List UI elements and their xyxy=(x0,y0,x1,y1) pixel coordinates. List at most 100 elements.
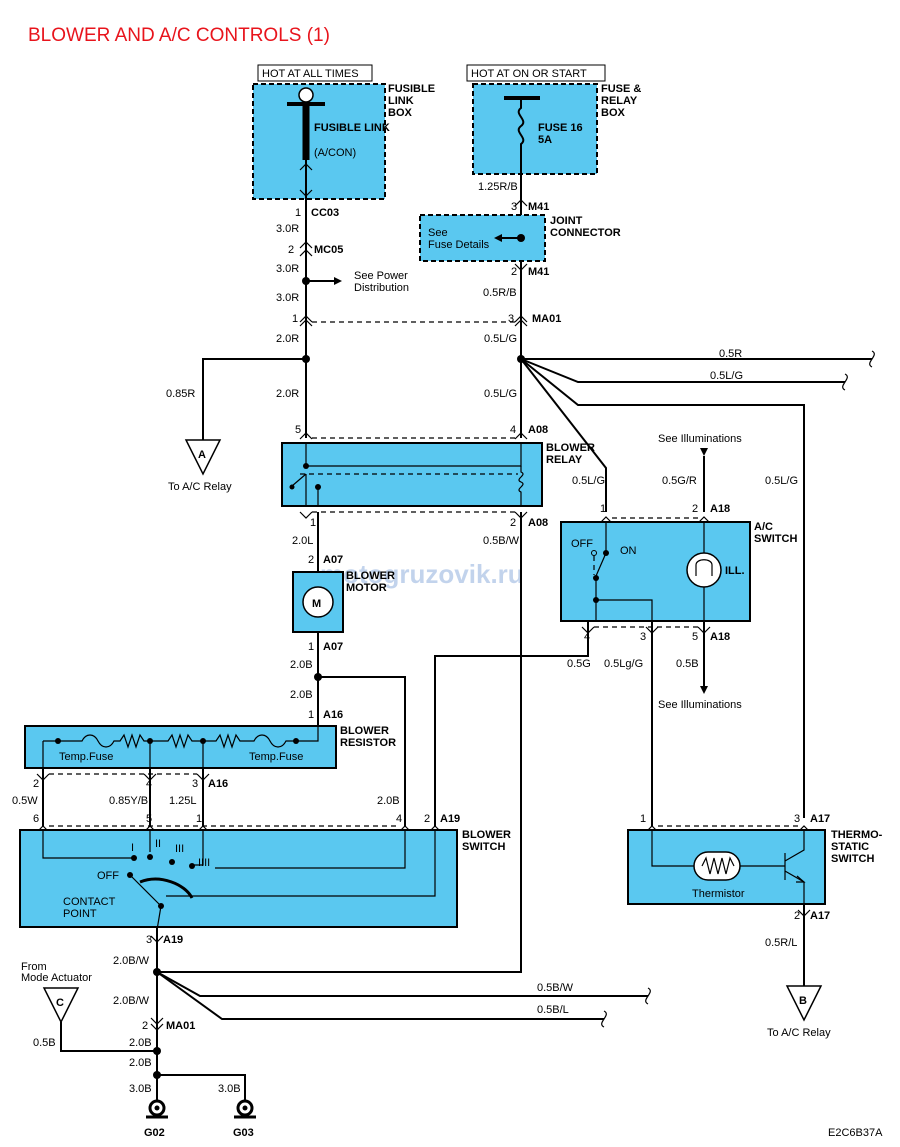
conn-mc05: MC05 xyxy=(314,244,343,256)
conn-a07-bot: A07 xyxy=(323,641,343,653)
diagram-code: E2C6B37A xyxy=(828,1127,883,1139)
wire-05lg-b: 0.5L/G xyxy=(484,388,517,400)
connector-a: A xyxy=(198,449,206,461)
wire-2b-d: 2.0B xyxy=(129,1037,152,1049)
wire-2b-b: 2.0B xyxy=(290,689,313,701)
see-power-1: See Power xyxy=(354,270,408,282)
thermistor-label: Thermistor xyxy=(692,888,745,900)
pin-a19-5: 5 xyxy=(146,813,152,825)
wire-2l: 2.0L xyxy=(292,535,313,547)
conn-m41-top: M41 xyxy=(528,201,549,213)
conn-a19-top: A19 xyxy=(440,813,460,825)
hot-at-on-or-start: HOT AT ON OR START xyxy=(471,68,587,80)
pin-a18-2: 2 xyxy=(692,503,698,515)
fusible-link-box xyxy=(252,83,386,200)
relay-a-wire xyxy=(202,358,306,440)
pin-a19-2: 2 xyxy=(424,813,430,825)
pin-a17-3: 3 xyxy=(794,813,800,825)
blower-off: OFF xyxy=(97,870,119,882)
wire-05b-c: 0.5B xyxy=(33,1037,56,1049)
motor-icon xyxy=(302,586,334,618)
from-mode-1: From xyxy=(21,961,47,973)
ac-switch-feed-wire xyxy=(520,358,607,512)
conn-a18-bot: A18 xyxy=(710,631,730,643)
see-power-arrow-icon xyxy=(334,277,342,285)
motor-to-switch-wire xyxy=(318,676,406,826)
wire-05bw-b: 0.5B/W xyxy=(537,982,574,994)
pin-a17-2: 2 xyxy=(794,910,800,922)
ac-on: ON xyxy=(620,545,637,557)
connector-c-icon xyxy=(42,987,80,1024)
wire-05g: 0.5G xyxy=(567,658,591,670)
wire-085r: 0.85R xyxy=(166,388,195,400)
wire-05lg-a: 0.5L/G xyxy=(484,333,517,345)
from-mode-2: Mode Actuator xyxy=(21,972,92,984)
ground-g02: G02 xyxy=(144,1127,165,1139)
wire-05bl: 0.5B/L xyxy=(537,1004,569,1016)
to-ac-relay-b: To A/C Relay xyxy=(767,1027,831,1039)
hot-at-all-times-label-box xyxy=(257,64,373,82)
wire-2b-c: 2.0B xyxy=(377,795,400,807)
temp-fuse-2: Temp.Fuse xyxy=(249,751,303,763)
wire-05b: 0.5B xyxy=(676,658,699,670)
see-power-2: Distribution xyxy=(354,282,409,294)
relay-ground-wire xyxy=(157,512,522,973)
conn-a08-top: A08 xyxy=(528,424,548,436)
conn-m41-bot: M41 xyxy=(528,266,549,278)
wire-2r-a: 2.0R xyxy=(276,333,299,345)
pin-a16-1: 1 xyxy=(308,709,314,721)
wire-2bw-b: 2.0B/W xyxy=(113,995,150,1007)
pin-a18-5: 5 xyxy=(692,631,698,643)
blower-switch xyxy=(19,829,458,928)
pin-a08-2: 2 xyxy=(510,517,516,529)
conn-a17-bot: A17 xyxy=(810,910,830,922)
fuse16-amp: 5A xyxy=(538,134,552,146)
wire-085yb: 0.85Y/B xyxy=(109,795,148,807)
connector-c: C xyxy=(56,997,64,1009)
wire-3r-c: 3.0R xyxy=(276,292,299,304)
diagram-title: BLOWER AND A/C CONTROLS (1) xyxy=(28,25,330,46)
pin-a16-3: 3 xyxy=(192,778,198,790)
conn-a16-top: A16 xyxy=(323,709,343,721)
pin-a19-4: 4 xyxy=(396,813,402,825)
ac-switch-contact-icon xyxy=(595,552,607,577)
wire-05gr: 0.5G/R xyxy=(662,475,697,487)
temp-fuse-1: Temp.Fuse xyxy=(59,751,113,763)
pin-a18-3: 3 xyxy=(640,631,646,643)
wire-05bw-a: 0.5B/W xyxy=(483,535,520,547)
conn-ma01-top: MA01 xyxy=(532,313,561,325)
wire-05lg-c: 0.5L/G xyxy=(710,370,743,382)
pin-a17-1: 1 xyxy=(640,813,646,825)
ac-to-blower-wire xyxy=(434,621,589,677)
wire-05lg-d: 0.5L/G xyxy=(572,475,605,487)
sw-pos-2: II xyxy=(155,838,161,850)
hot-on-start-label-box xyxy=(466,64,606,82)
pin-a08-5: 5 xyxy=(295,424,301,436)
conn-a07-top: A07 xyxy=(323,554,343,566)
see-illum-top: See Illuminations xyxy=(658,433,742,445)
pin-a19-3: 3 xyxy=(146,934,152,946)
conn-a17-top: A17 xyxy=(810,813,830,825)
wire-3r-a: 3.0R xyxy=(276,223,299,235)
sw-pos-4: IIII xyxy=(198,857,210,869)
relay-contact-icon xyxy=(291,473,307,487)
fusible-link-terminal-icon xyxy=(298,87,314,103)
conn-a08-bot: A08 xyxy=(528,517,548,529)
connector-b-icon xyxy=(785,985,823,1022)
see-illum-bottom: See Illuminations xyxy=(658,699,742,711)
connector-a-icon xyxy=(184,439,222,476)
wire-3b-b: 3.0B xyxy=(218,1083,241,1095)
wire-05w: 0.5W xyxy=(12,795,38,807)
fuse16-symbol-icon xyxy=(517,98,525,160)
see-fuse-arrow-icon xyxy=(494,234,502,242)
